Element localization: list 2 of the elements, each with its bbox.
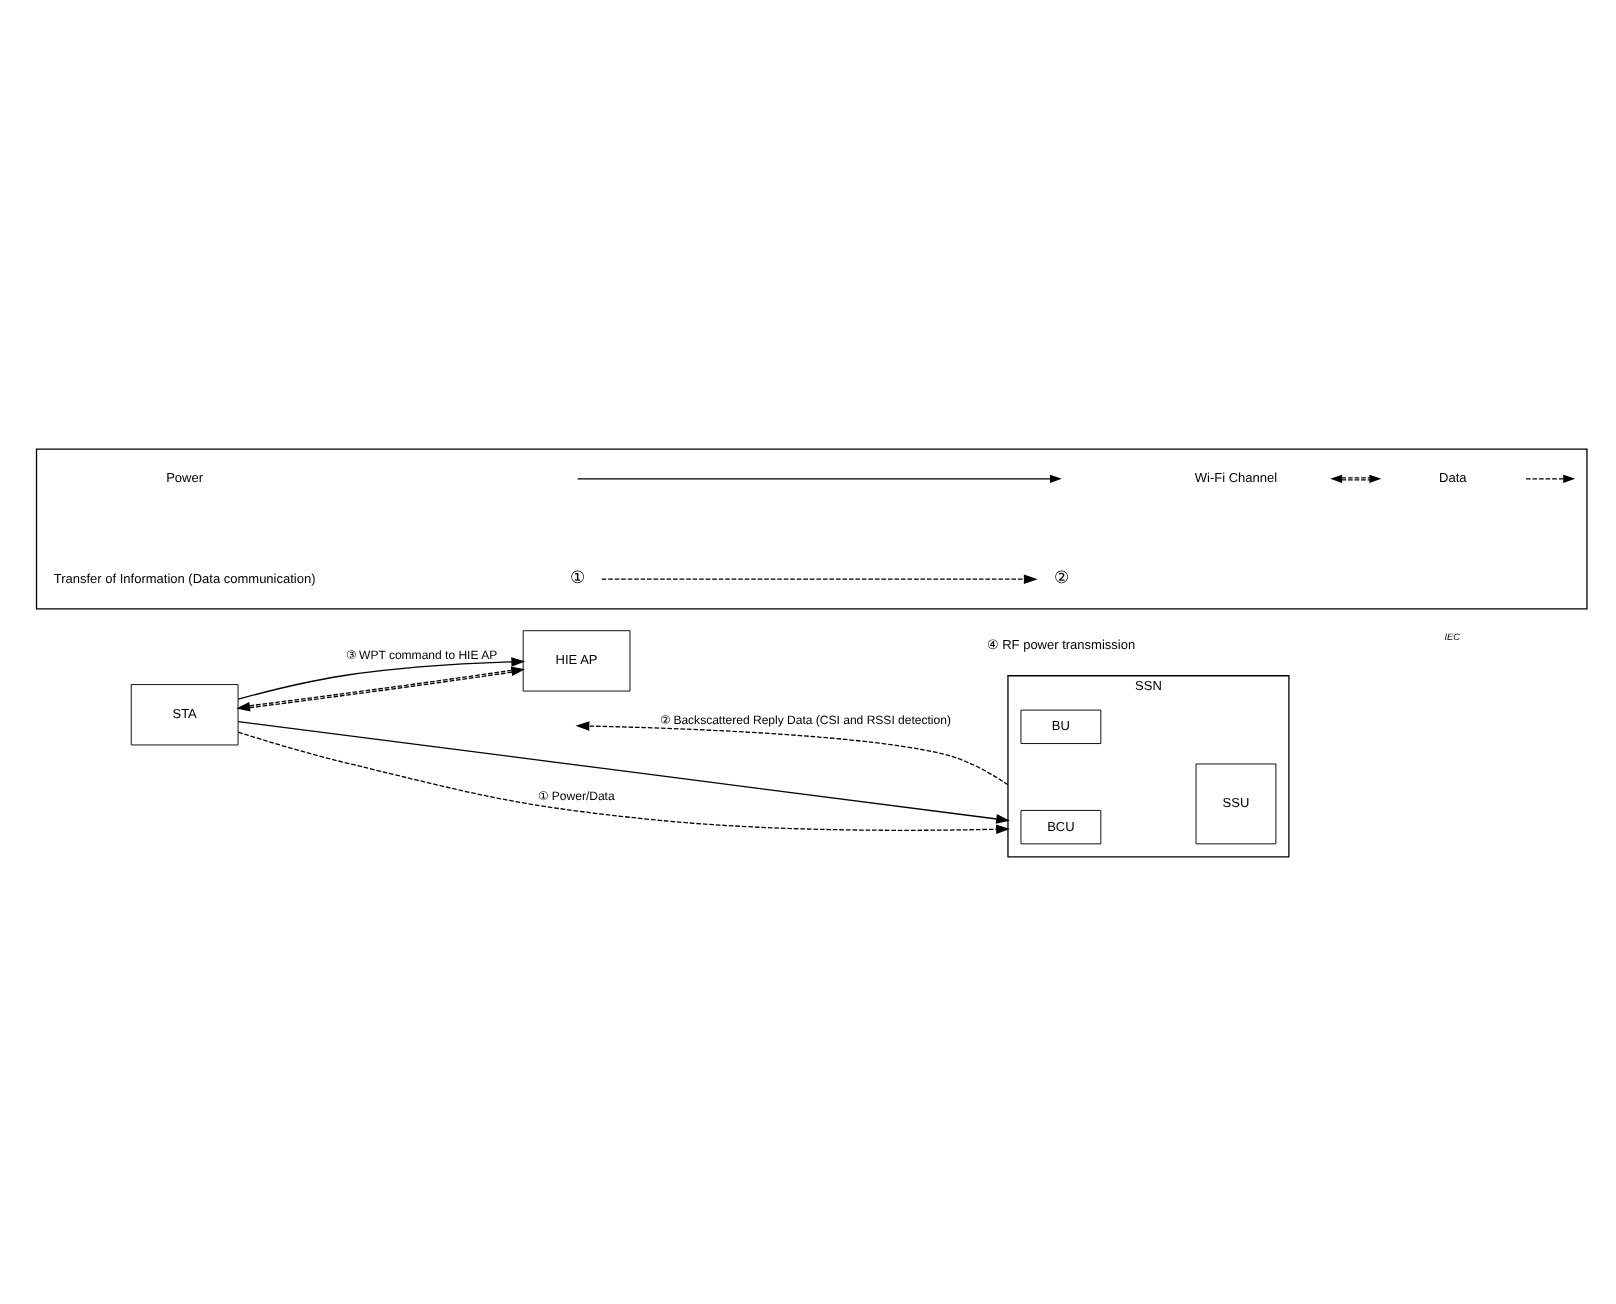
- node-text: ②: [1053, 566, 1068, 587]
- node-text: ①: [569, 566, 584, 587]
